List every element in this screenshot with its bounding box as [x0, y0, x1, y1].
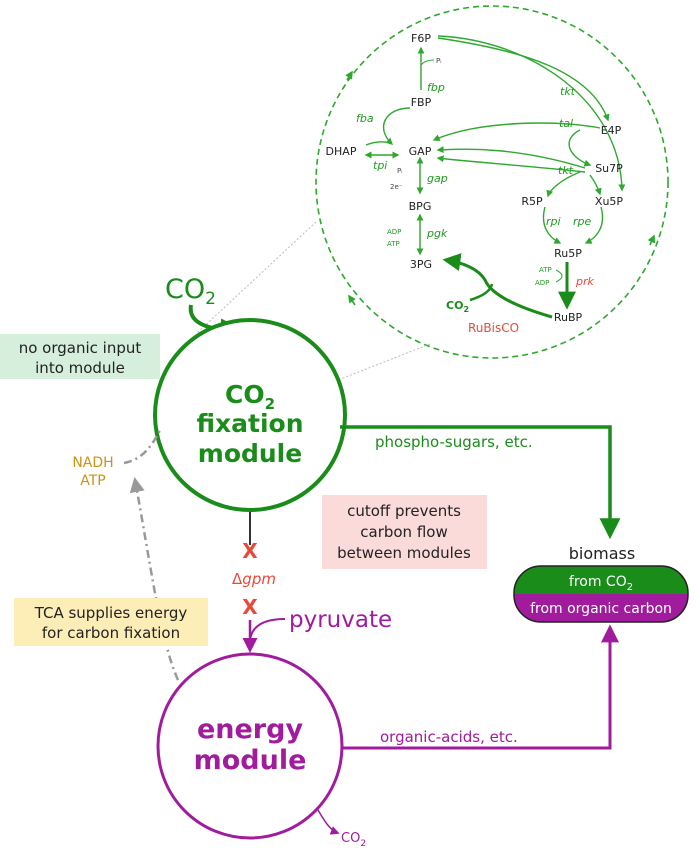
knockout-mark: X [242, 539, 258, 563]
reaction-tkt2-r5p [546, 171, 581, 198]
reaction-tkt-gap [437, 35, 626, 192]
metabolite-f6p: F6P [411, 32, 431, 45]
cutoff-text: cutoff prevents [347, 502, 461, 520]
reaction-rubisco [442, 253, 553, 319]
reaction-tkt-e4p [432, 122, 601, 141]
cofactor-atp: ATP [539, 266, 552, 274]
pi-release [420, 59, 435, 66]
tca-callout [14, 598, 208, 646]
metabolite-gap: GAP [409, 145, 432, 158]
metabolite-rubp: RuBP [554, 311, 583, 324]
energy-module-title: energy [197, 714, 303, 745]
enzyme-gap: gap [427, 172, 448, 185]
cutoff-text: carbon flow [360, 523, 447, 541]
zoom-line [337, 343, 431, 381]
biomass-pill [514, 566, 688, 622]
biomass-title: biomass [569, 544, 635, 563]
no-organic-input-callout [0, 334, 160, 379]
energy-co2-label: CO2 [341, 831, 366, 849]
biomass-from-organic [514, 594, 688, 622]
zoom-line [195, 221, 317, 335]
biomass-pill-outline [513, 565, 689, 623]
pyruvate-arrow [249, 618, 286, 641]
cycle-direction-arrow [348, 294, 356, 306]
knockout-mark: X [242, 595, 258, 619]
co2-label-rubisco: CO2 [446, 299, 469, 314]
enzyme-pgk: pgk [426, 227, 448, 240]
organic-acids-label: organic-acids, etc. [380, 728, 518, 746]
phospho-sugars-label: phospho-sugars, etc. [375, 433, 533, 451]
metabolite-e4p: E4P [601, 124, 622, 137]
metabolite-ru5p: Ru5P [554, 247, 582, 260]
no-organic-input-text: no organic input [19, 339, 142, 357]
reaction-tkt2-xu5p [589, 174, 602, 196]
energy-co2-arrow [317, 809, 340, 835]
reaction-rpe [584, 206, 604, 244]
cutoff-text: between modules [337, 544, 471, 562]
energy-module-title: module [194, 745, 307, 776]
gpm-deletion-label: Δgpm [232, 570, 276, 588]
organic-acids-arrow [342, 624, 619, 750]
enzyme-fbp: fbp [427, 81, 445, 94]
metabolite-bpg: BPG [409, 200, 432, 213]
energy-module-circle [156, 652, 344, 840]
enzyme-prk: prk [575, 275, 595, 288]
enzyme-tkt: tkt [558, 164, 574, 177]
metabolite-dhap: DHAP [326, 145, 357, 158]
cofactor-adp: ADP [535, 279, 549, 287]
cycle-direction-arrow [647, 234, 656, 246]
nadh-label: NADH [72, 455, 113, 471]
fixation-module-title: module [198, 439, 302, 468]
energy-return-dashed-path [129, 477, 180, 681]
cofactor-atp: ATP [387, 240, 400, 248]
co2-input-label: CO2 [165, 274, 216, 309]
metabolite-3pg: 3PG [410, 258, 432, 271]
enzyme-rubisco: RuBisCO [468, 321, 519, 335]
enzyme-tal: tal [559, 117, 573, 130]
calvin-cycle-boundary [315, 5, 669, 359]
cofactor-pi: Pᵢ [397, 167, 402, 175]
reaction-tal-back [436, 146, 586, 169]
metabolite-su7p: Su7P [595, 162, 623, 175]
cofactor-pi: Pᵢ [436, 57, 441, 65]
biomass-from-co2 [514, 566, 688, 594]
energy-return-dashed-path [123, 429, 162, 465]
cofactor-curve-prk [555, 269, 563, 283]
cofactor-electrons: 2e⁻ [390, 183, 403, 191]
cofactor-adp: ADP [387, 228, 401, 236]
enzyme-fba: fba [356, 112, 374, 125]
fixation-module-circle [153, 318, 347, 512]
reaction-tkt-f6p [437, 37, 610, 122]
metabolite-fbp: FBP [411, 96, 432, 109]
biomass-from-organic-label: from organic carbon [530, 601, 672, 617]
cycle-direction-arrow [345, 70, 353, 81]
enzyme-rpe: rpe [573, 215, 592, 228]
co2-curve-rubisco [469, 283, 494, 302]
reaction-tkt2 [436, 155, 586, 173]
fixation-module-title: fixation [196, 409, 303, 438]
no-organic-input-text: into module [35, 359, 125, 377]
tca-text: TCA supplies energy [34, 604, 188, 622]
tca-text: for carbon fixation [42, 624, 180, 642]
pyruvate-label: pyruvate [289, 607, 392, 633]
enzyme-rpi: rpi [546, 215, 561, 228]
cutoff-callout [322, 495, 487, 569]
fixation-module-title: CO2 [225, 380, 275, 413]
phospho-sugars-arrow [340, 425, 621, 540]
atp-label: ATP [80, 473, 105, 489]
metabolite-r5p: R5P [521, 195, 543, 208]
metabolite-xu5p: Xu5P [595, 195, 624, 208]
reaction-rpi [542, 206, 562, 244]
biomass-from-co2-label: from CO2 [569, 574, 633, 593]
reaction-fba [382, 107, 411, 145]
reaction-tal [568, 129, 592, 167]
enzyme-tpi: tpi [373, 159, 387, 172]
reaction-fba-dhap [365, 141, 393, 146]
calvin-cycle-zoom: F6P FBP GAP DHAP BPG 3PG E4P Su7P R5P Xu… [195, 5, 669, 381]
enzyme-tkt: tkt [560, 85, 576, 98]
